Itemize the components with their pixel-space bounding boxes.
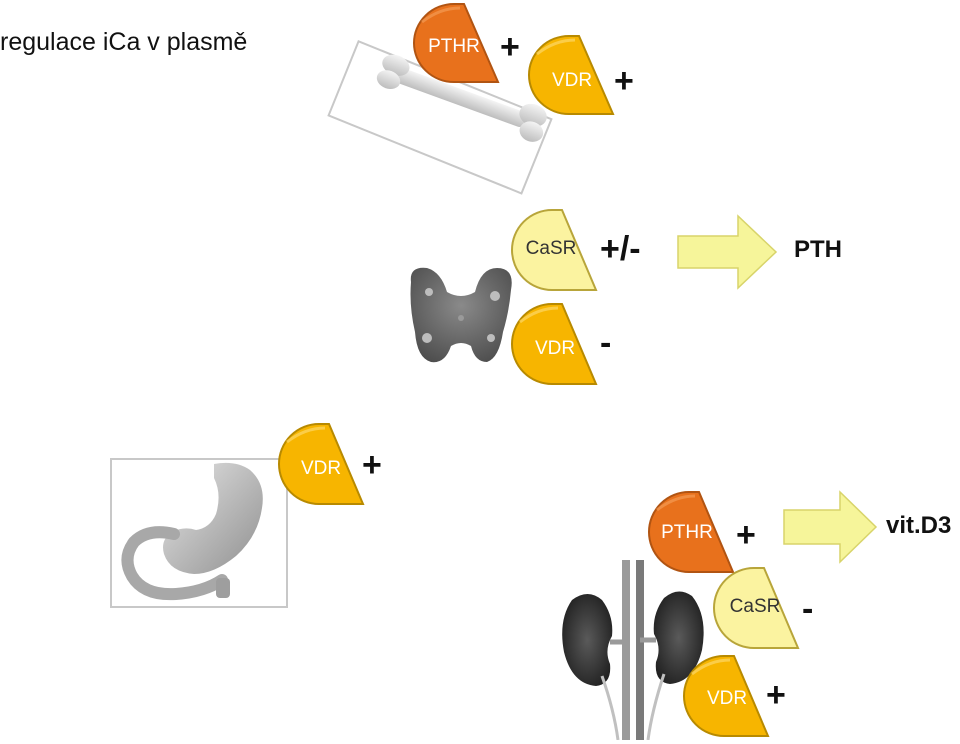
vitd3-arrow-icon (783, 490, 878, 564)
intestine-vdr-sign: + (362, 446, 382, 484)
kidney-vdr-sign: + (766, 676, 786, 714)
kidney-pthr-receptor-icon (648, 491, 735, 573)
kidney-icon (562, 560, 704, 740)
bone-vdr-receptor-icon (528, 35, 615, 115)
kidney-casr-receptor-icon (713, 567, 800, 649)
diagram-title: regulace iCa v plasmě (0, 28, 248, 56)
kidney-casr-sign: - (802, 590, 814, 628)
stomach-icon (121, 462, 263, 601)
pth-product-label: PTH (794, 236, 842, 263)
bone-vdr-sign: + (614, 62, 634, 100)
parathyroid-casr-sign: +/- (600, 230, 641, 268)
kidney-vdr-receptor-icon (683, 655, 770, 737)
parathyroid-vdr-receptor-icon (511, 303, 598, 385)
kidney-pthr-sign: + (736, 516, 756, 554)
vitd3-product-label: vit.D3 (886, 512, 952, 539)
parathyroid-gland-icon (410, 267, 512, 363)
intestine-frame (110, 458, 288, 608)
parathyroid-vdr-sign: - (600, 324, 612, 362)
intestine-vdr-receptor-icon (278, 423, 365, 505)
parathyroid-casr-receptor-icon (511, 209, 598, 291)
bone-pthr-receptor-icon (413, 3, 500, 83)
bone-icon (376, 54, 547, 142)
pth-arrow-icon (677, 214, 778, 290)
bone-pthr-sign: + (500, 28, 520, 66)
